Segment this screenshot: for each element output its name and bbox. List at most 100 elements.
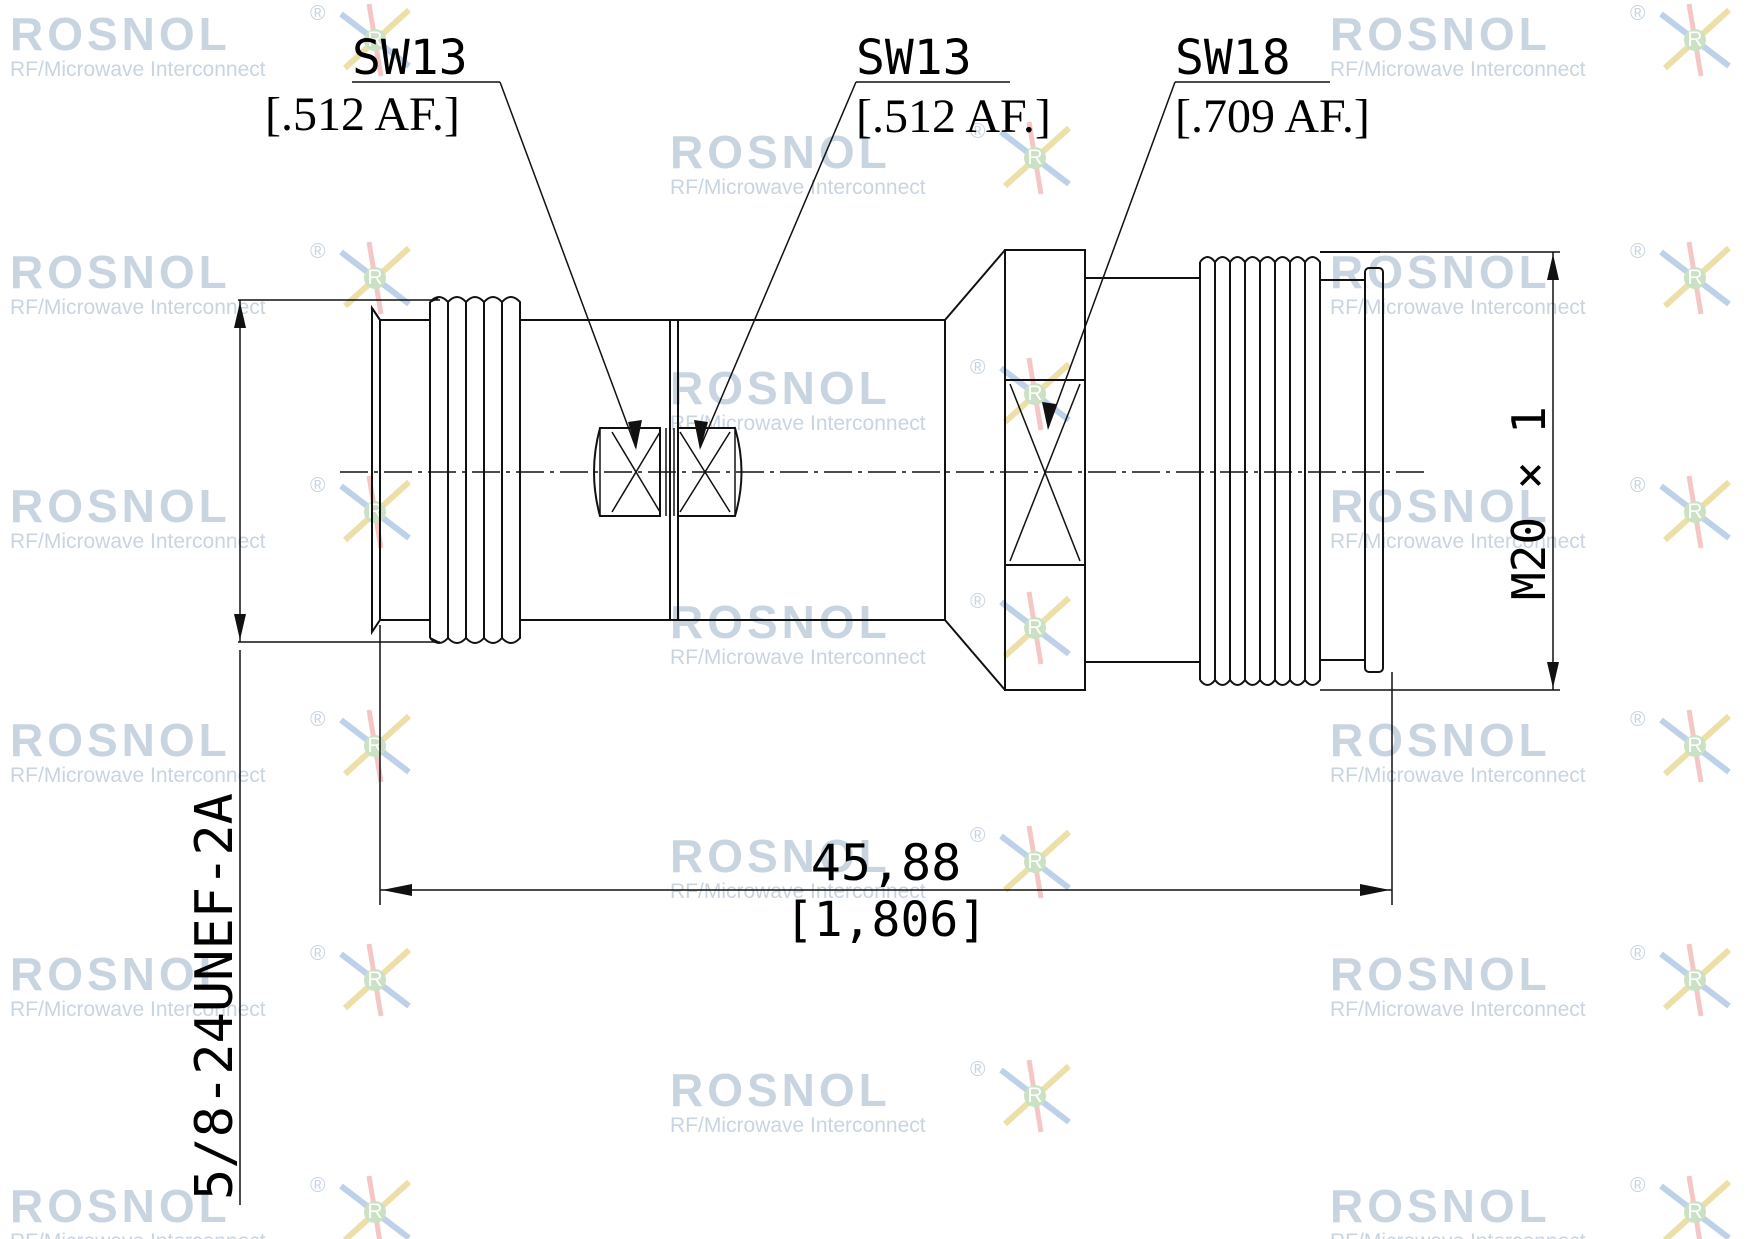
right-thread-section [1199, 251, 1384, 686]
logo-letter: R [1687, 28, 1702, 51]
rosnol-logo-icon: R [999, 357, 1072, 431]
watermark-tagline: RF/Microwave Interconnect [670, 176, 926, 199]
rosnol-logo-icon: R [339, 1175, 412, 1239]
callout-2-code: SW13 [856, 30, 972, 86]
watermark-brand: ROSNOL [1330, 948, 1551, 1000]
thread-crest [465, 296, 485, 644]
right-thread-label: M20 × 1 [1502, 406, 1556, 600]
rosnol-logo-icon: R [999, 121, 1072, 195]
logo-letter: R [367, 734, 382, 757]
watermark: ROSNOL ® RF/Microwave Interconnect R [670, 120, 1072, 199]
watermark-tagline: RF/Microwave Interconnect [1330, 764, 1586, 787]
logo-letter: R [1687, 266, 1702, 289]
logo-letter: R [1027, 850, 1042, 873]
watermark-registered: ® [310, 240, 326, 263]
callout-1-af: [.512 AF.] [265, 88, 460, 141]
rosnol-logo-icon: R [999, 1059, 1072, 1133]
watermark-brand: ROSNOL [1330, 1180, 1551, 1232]
rosnol-logo-icon: R [1659, 475, 1732, 549]
watermark-brand: ROSNOL [1330, 480, 1551, 532]
rosnol-logo-icon: R [1659, 1175, 1732, 1239]
thread-crest [447, 296, 467, 644]
thread-crest [429, 296, 449, 644]
logo-letter: R [1687, 500, 1702, 523]
thread-crest [1289, 256, 1306, 686]
callout-labels: SW13 [.512 AF.] SW13 [.512 AF.] SW18 [.7… [265, 30, 1370, 143]
watermark-registered: ® [970, 120, 986, 143]
watermark-tagline: RF/Microwave Interconnect [1330, 530, 1586, 553]
length-in-label: [1,806] [785, 892, 987, 948]
left-thread-label: 5/8-24UNEF-2A [185, 793, 245, 1200]
watermark-tagline: RF/Microwave Interconnect [10, 296, 266, 319]
callout-3-code: SW18 [1175, 30, 1291, 86]
logo-letter: R [1027, 382, 1042, 405]
rosnol-logo-icon: R [999, 591, 1072, 665]
callout-3-af: [.709 AF.] [1175, 90, 1370, 143]
thread-crest [1274, 256, 1291, 686]
logo-letter: R [1027, 616, 1042, 639]
watermark-brand: ROSNOL [10, 480, 231, 532]
left-thread-crests [429, 296, 521, 644]
watermark-registered: ® [970, 1058, 986, 1081]
watermark-brand: ROSNOL [670, 362, 891, 414]
thread-crest [1304, 256, 1321, 686]
watermark-registered: ® [310, 1174, 326, 1197]
watermark-tagline: RF/Microwave Interconnect [670, 646, 926, 669]
watermark: ROSNOL ® RF/Microwave Interconnect R [670, 1058, 1072, 1137]
watermark-brand: ROSNOL [670, 1064, 891, 1116]
rosnol-logo-icon: R [1659, 3, 1732, 77]
watermark-brand: ROSNOL [670, 126, 891, 178]
right-thread-crests [1199, 256, 1321, 686]
watermark-tagline: RF/Microwave Interconnect [10, 764, 266, 787]
watermark-brand: ROSNOL [1330, 714, 1551, 766]
thread-crest [1199, 256, 1216, 686]
watermark-brand: ROSNOL [670, 596, 891, 648]
rosnol-logo-icon: R [1659, 241, 1732, 315]
thread-crest [1244, 256, 1261, 686]
watermark-registered: ® [970, 356, 986, 379]
logo-letter: R [1687, 1200, 1702, 1223]
dimension-lines [234, 81, 1560, 1205]
watermark-registered: ® [1630, 240, 1646, 263]
watermark-brand: ROSNOL [670, 830, 891, 882]
rosnol-logo-icon: R [339, 241, 412, 315]
watermark-tagline: RF/Microwave Interconnect [10, 58, 266, 81]
watermark-brand: ROSNOL [10, 714, 231, 766]
watermark-registered: ® [1630, 474, 1646, 497]
watermark-brand: ROSNOL [1330, 8, 1551, 60]
watermark-registered: ® [970, 824, 986, 847]
watermark-brand: ROSNOL [10, 948, 231, 1000]
watermark-registered: ® [1630, 1174, 1646, 1197]
rosnol-logo-icon: R [339, 943, 412, 1017]
watermark-brand: ROSNOL [10, 246, 231, 298]
watermark-tagline: RF/Microwave Interconnect [1330, 998, 1586, 1021]
rosnol-logo-icon: R [339, 3, 412, 77]
watermark-registered: ® [310, 474, 326, 497]
callout-2-af: [.512 AF.] [856, 90, 1051, 143]
rosnol-logo-icon: R [1659, 943, 1732, 1017]
logo-letter: R [1687, 968, 1702, 991]
watermark-registered: ® [310, 2, 326, 25]
watermark-tagline: RF/Microwave Interconnect [1330, 296, 1586, 319]
watermark-tagline: RF/Microwave Interconnect [670, 1114, 926, 1137]
logo-letter: R [1687, 734, 1702, 757]
callout-1-code: SW13 [352, 30, 468, 86]
thread-crest [483, 296, 503, 644]
rosnol-logo-icon: R [1659, 709, 1732, 783]
watermark-registered: ® [310, 942, 326, 965]
watermark-tagline: RF/Microwave Interconnect [10, 1230, 266, 1239]
